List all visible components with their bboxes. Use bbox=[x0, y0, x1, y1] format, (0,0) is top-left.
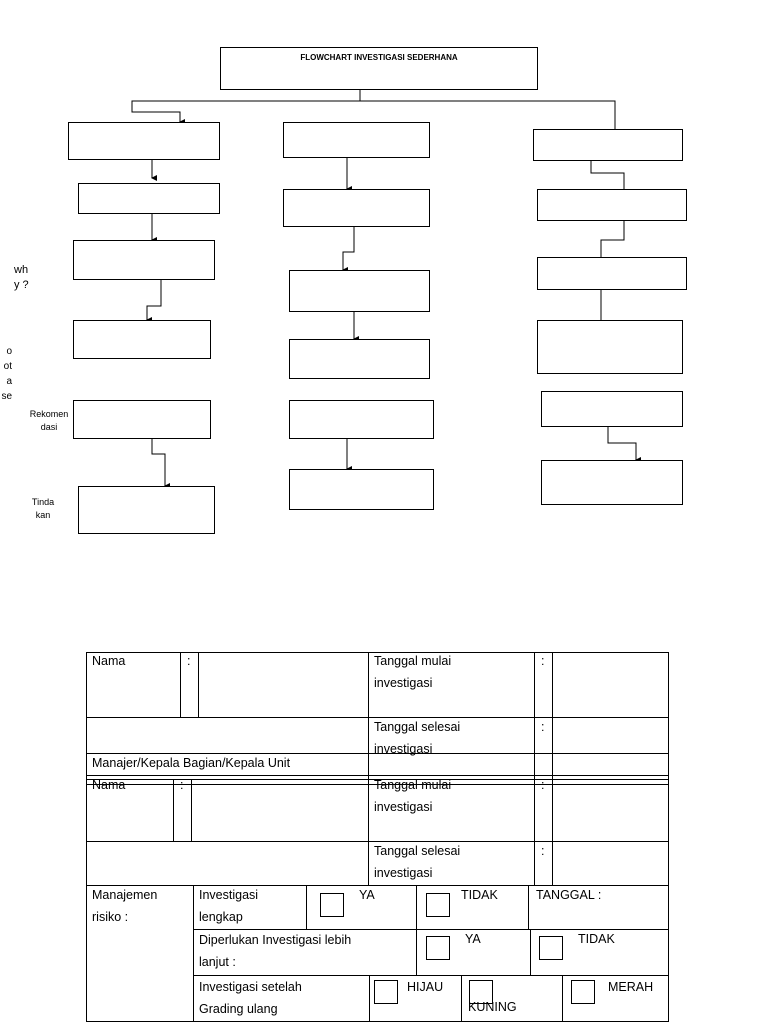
tidak-checkbox-2[interactable] bbox=[539, 936, 563, 960]
ya-label-2: YA bbox=[465, 932, 481, 946]
flowchart-box bbox=[289, 270, 430, 312]
flowchart-box bbox=[533, 129, 683, 161]
ya-label: YA bbox=[359, 888, 375, 902]
tidak-label: TIDAK bbox=[461, 888, 498, 902]
tidak-checkbox[interactable] bbox=[426, 893, 450, 917]
flowchart-box bbox=[537, 320, 683, 374]
colon: : bbox=[541, 844, 545, 858]
flowchart-connectors bbox=[131, 89, 641, 489]
flowchart-box bbox=[289, 339, 430, 379]
hijau-checkbox[interactable] bbox=[374, 980, 398, 1004]
flowchart-box bbox=[283, 189, 430, 227]
side-label-tindakan: Tinda kan bbox=[31, 497, 55, 520]
hijau-label: HIJAU bbox=[407, 980, 444, 994]
flowchart-box bbox=[537, 189, 687, 221]
manajer-label: Manajer/Kepala Bagian/Kepala Unit bbox=[92, 756, 291, 770]
flowchart-title: FLOWCHART INVESTIGASI SEDERHANA bbox=[220, 47, 538, 90]
colon: : bbox=[541, 720, 545, 734]
side-label-why: wh y ? bbox=[14, 264, 29, 291]
nama-label-2: Nama bbox=[92, 778, 126, 792]
colon: : bbox=[187, 654, 191, 668]
tidak-label-2: TIDAK bbox=[578, 932, 615, 946]
merah-checkbox[interactable] bbox=[571, 980, 595, 1004]
ya-checkbox-2[interactable] bbox=[426, 936, 450, 960]
flowchart-box bbox=[289, 469, 434, 510]
colon: : bbox=[541, 654, 545, 668]
flowchart-box bbox=[73, 400, 211, 439]
flowchart-box bbox=[73, 320, 211, 359]
colon: : bbox=[541, 778, 545, 792]
flowchart-box bbox=[73, 240, 215, 280]
kuning-label: KUNING bbox=[468, 1000, 517, 1014]
flowchart-box bbox=[541, 460, 683, 505]
flowchart-box bbox=[68, 122, 220, 160]
form-border bbox=[86, 652, 669, 1022]
flowchart-box bbox=[537, 257, 687, 290]
ya-checkbox[interactable] bbox=[320, 893, 344, 917]
merah-label: MERAH bbox=[608, 980, 654, 994]
tanggal-label: TANGGAL : bbox=[536, 888, 602, 902]
side-label-partial: o ot a se bbox=[1, 346, 12, 402]
colon: : bbox=[180, 778, 184, 792]
flowchart-box bbox=[541, 391, 683, 427]
flowchart-box bbox=[78, 183, 220, 214]
side-label-rekomendasi: Rekomen dasi bbox=[29, 409, 69, 432]
kuning-checkbox[interactable] bbox=[469, 980, 493, 1004]
flowchart-box bbox=[78, 486, 215, 534]
flowchart-box bbox=[283, 122, 430, 158]
nama-label: Nama bbox=[92, 654, 126, 668]
flowchart-box bbox=[289, 400, 434, 439]
